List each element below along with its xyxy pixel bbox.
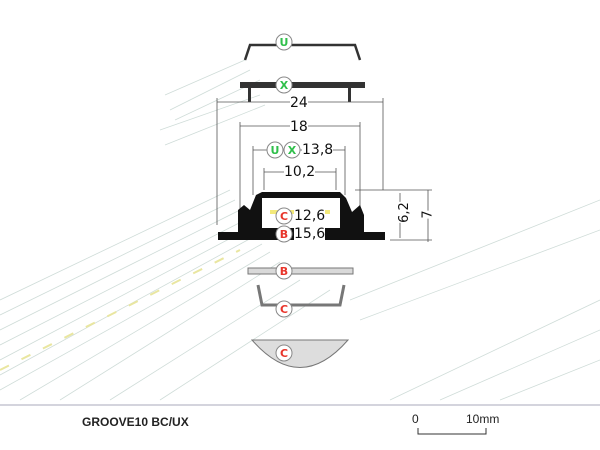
svg-text:X: X bbox=[288, 144, 297, 157]
u-clip-profile bbox=[243, 43, 362, 61]
svg-text:U: U bbox=[271, 144, 280, 157]
scale-ten-label: 10mm bbox=[466, 412, 500, 426]
dim-inner-width: 18 bbox=[290, 119, 308, 135]
dim-ux-width: 13,8 bbox=[302, 142, 334, 158]
svg-text:U: U bbox=[280, 36, 289, 49]
svg-text:C: C bbox=[280, 303, 288, 316]
svg-text:X: X bbox=[280, 79, 289, 92]
x-cover-profile bbox=[240, 82, 365, 88]
markers: U X U X C B B C C bbox=[266, 33, 301, 362]
dim-height-total: 7 bbox=[420, 210, 436, 219]
b-cover-profile bbox=[247, 267, 354, 275]
c-cover-flat-profile bbox=[256, 284, 346, 307]
c-cover-round-profile bbox=[250, 339, 350, 368]
dim-height-inner: 6,2 bbox=[396, 202, 412, 223]
dim-b-width: 15,6 bbox=[294, 226, 326, 242]
product-title: GROOVE10 BC/UX bbox=[82, 415, 189, 429]
perspective-background bbox=[0, 59, 600, 401]
svg-text:C: C bbox=[280, 347, 288, 360]
svg-text:B: B bbox=[280, 265, 288, 278]
dim-total-width: 24 bbox=[290, 95, 308, 111]
scale-bar bbox=[417, 428, 487, 435]
dim-channel-width: 10,2 bbox=[284, 164, 316, 180]
led-strip-dashes bbox=[0, 249, 241, 371]
scale-zero-label: 0 bbox=[412, 412, 419, 426]
svg-text:B: B bbox=[280, 228, 288, 241]
dim-c-width: 12,6 bbox=[294, 208, 326, 224]
svg-text:C: C bbox=[280, 210, 288, 223]
